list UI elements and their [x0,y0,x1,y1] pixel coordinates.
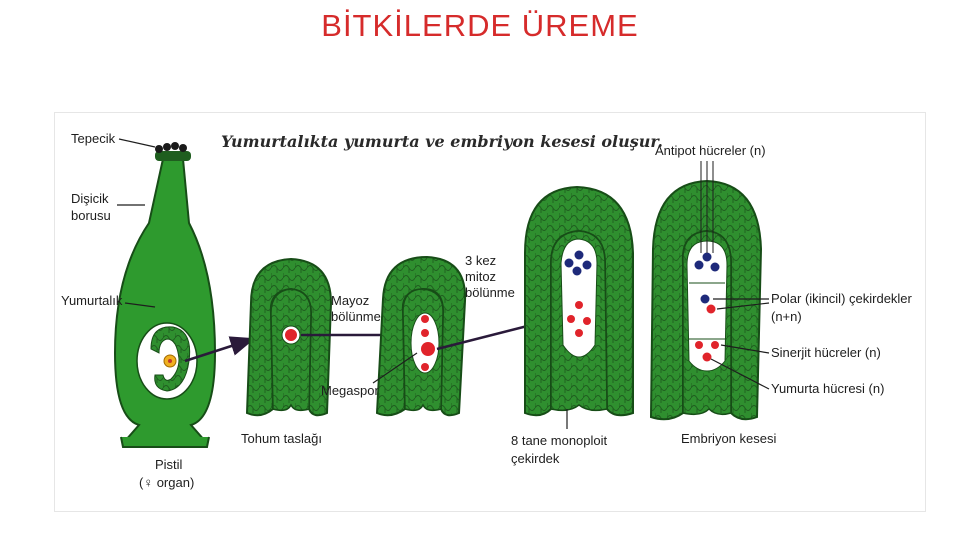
yumurtalik-pointer [124,302,156,308]
label-yumurta: Yumurta hücresi (n) [771,381,884,396]
label-mitoz-1: 3 kez [465,253,496,268]
label-mayoz-1: Mayoz [331,293,369,308]
label-mitoz-3: bölünme [465,285,515,300]
label-disicik-2: borusu [71,208,111,223]
embryo-sac-stage [649,179,763,421]
label-sinerjit: Sinerjit hücreler (n) [771,345,881,360]
ovule-stage-3 [524,185,634,417]
label-monoploit-2: çekirdek [511,451,560,466]
diagram-canvas: Yumurtalıkta yumurta ve embriyon kesesi … [61,131,913,490]
label-megaspor: Megaspor [321,383,379,398]
figure-heading: Yumurtalıkta yumurta ve embriyon kesesi … [221,132,663,151]
tepecik-pointer [118,138,156,148]
label-monoploit-1: 8 tane monoploit [511,433,608,448]
yumurta-pointer [710,358,770,390]
polar-pointer-2 [716,302,770,310]
label-yumurtalik: Yumurtalık [61,293,123,308]
sinerjit-pointer [720,344,770,354]
arrow-to-ovule [184,336,256,363]
label-polar-2: (n+n) [771,309,802,324]
label-mayoz-2: bölünme [331,309,381,324]
label-pistil-2: (♀ organ) [139,475,194,490]
label-embriyon: Embriyon kesesi [681,431,776,446]
label-antipot: Antipot hücreler (n) [655,143,766,158]
megaspor-pointer [372,352,418,384]
ovule-stage-2 [375,255,467,417]
label-disicik-1: Dişicik [71,191,109,206]
plant-reproduction-diagram: Yumurtalıkta yumurta ve embriyon kesesi … [54,112,926,512]
label-pistil-1: Pistil [155,457,183,472]
label-tepecik: Tepecik [71,131,116,146]
label-mitoz-2: mitoz [465,269,496,284]
label-polar-1: Polar (ikincil) çekirdekler [771,291,913,306]
slide-title: BİTKİLERDE ÜREME [321,8,639,43]
pistil-organ [113,142,217,448]
label-tohum: Tohum taslağı [241,431,322,446]
ovule-stage-1 [245,257,333,417]
